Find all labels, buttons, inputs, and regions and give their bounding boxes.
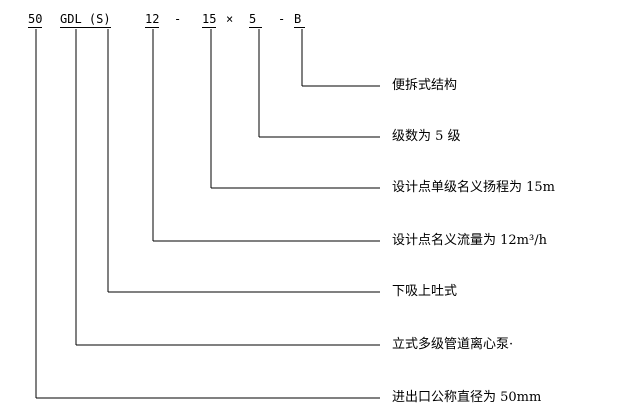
desc-stages: 级数为 5 级 <box>392 129 461 144</box>
desc-flow: 设计点名义流量为 12m³/h <box>392 233 547 248</box>
code-head: 15 <box>202 12 217 28</box>
code-structure: B <box>294 12 306 28</box>
code-flow: 12 <box>145 12 160 28</box>
desc-head: 设计点单级名义扬程为 15m <box>392 180 556 195</box>
desc-structure: 便拆式结构 <box>392 78 458 93</box>
code-pump-type: GDL (S) <box>60 12 111 28</box>
code-separator-3: - <box>278 12 286 26</box>
desc-pump-type: 立式多级管道离心泵· <box>392 337 514 352</box>
code-separator-2: × <box>226 12 234 26</box>
code-diameter: 50 <box>28 12 43 28</box>
desc-diameter: 进出口公称直径为 50mm <box>392 390 542 405</box>
code-separator-1: - <box>174 12 182 26</box>
code-stages: 5 <box>249 12 263 28</box>
desc-suction-type: 下吸上吐式 <box>392 284 458 299</box>
